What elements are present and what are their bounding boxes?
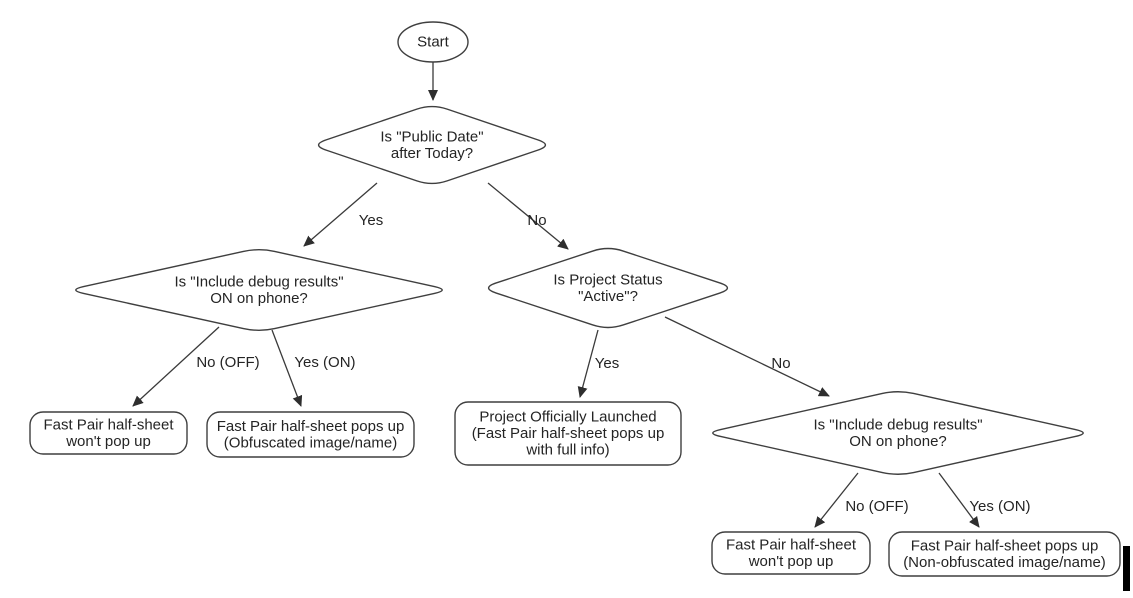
terminal-obfuscated: Fast Pair half-sheet pops up(Obfuscated … bbox=[206, 411, 415, 458]
edge-debug-right-yes-on-line bbox=[938, 472, 980, 528]
edge-public-date-no-label: No bbox=[527, 212, 546, 229]
decision-debug-left-shape bbox=[75, 249, 443, 331]
edge-public-date-no: No bbox=[487, 182, 569, 250]
edge-debug-left-no-off: No (OFF) bbox=[132, 326, 260, 407]
text-cursor-artifact bbox=[1123, 546, 1130, 591]
edge-debug-right-no-off-line bbox=[814, 472, 859, 528]
decision-project-status-label-line-0: Is Project Status bbox=[553, 271, 662, 288]
edge-debug-left-yes-on-line bbox=[271, 329, 303, 407]
edge-debug-right-no-off-label: No (OFF) bbox=[845, 498, 908, 515]
start-shape bbox=[397, 21, 469, 63]
edge-debug-left-no-off-line bbox=[132, 326, 220, 407]
start: Start bbox=[397, 21, 469, 63]
start-label-line-0: Start bbox=[417, 34, 450, 51]
edge-debug-left-yes-on-label: Yes (ON) bbox=[294, 354, 355, 371]
edge-debug-left-yes-on: Yes (ON) bbox=[271, 329, 356, 407]
terminal-non-obfuscated-shape bbox=[888, 531, 1121, 577]
terminal-wont-popup-right-label-line-0: Fast Pair half-sheet bbox=[726, 536, 857, 553]
decision-public-date-label-line-1: after Today? bbox=[391, 145, 473, 162]
terminal-wont-popup-left-label-line-0: Fast Pair half-sheet bbox=[43, 416, 174, 433]
terminal-wont-popup-right-shape bbox=[711, 531, 871, 575]
terminal-launched-shape bbox=[454, 401, 682, 466]
decision-public-date-shape bbox=[317, 105, 547, 185]
nodes-layer: Start Is "Public Date"after Today? Is "Inc… bbox=[29, 21, 1121, 577]
terminal-non-obfuscated: Fast Pair half-sheet pops up(Non-obfusca… bbox=[888, 531, 1121, 577]
edge-public-date-yes-label: Yes bbox=[359, 212, 383, 229]
decision-public-date: Is "Public Date"after Today? bbox=[317, 105, 547, 185]
decision-debug-left-label-line-1: ON on phone? bbox=[210, 290, 308, 307]
edge-public-date-yes-line bbox=[303, 182, 378, 247]
decision-public-date-label-line-0: Is "Public Date" bbox=[380, 128, 483, 145]
decision-debug-left: Is "Include debug results"ON on phone? bbox=[75, 249, 443, 331]
decision-project-status: Is Project Status"Active"? bbox=[487, 247, 729, 329]
edge-status-yes: Yes bbox=[577, 329, 619, 398]
terminal-wont-popup-left-label-line-1: won't pop up bbox=[65, 433, 151, 450]
edge-status-no-line bbox=[664, 316, 830, 397]
decision-project-status-shape bbox=[487, 247, 729, 329]
edge-status-yes-label: Yes bbox=[595, 355, 619, 372]
decision-project-status-label-line-1: "Active"? bbox=[578, 288, 638, 305]
edge-status-yes-line bbox=[577, 329, 599, 398]
artifact-layer bbox=[1123, 546, 1130, 591]
edge-public-date-no-line bbox=[487, 182, 569, 250]
terminal-launched-label-line-1: (Fast Pair half-sheet pops up bbox=[472, 425, 665, 442]
decision-debug-right: Is "Include debug results"ON on phone? bbox=[712, 391, 1084, 475]
edge-debug-right-no-off: No (OFF) bbox=[814, 472, 909, 528]
terminal-non-obfuscated-label-line-0: Fast Pair half-sheet pops up bbox=[911, 537, 1099, 554]
terminal-launched-label-line-0: Project Officially Launched bbox=[479, 409, 656, 426]
decision-debug-left-label-line-0: Is "Include debug results" bbox=[174, 273, 343, 290]
terminal-non-obfuscated-label-line-1: (Non-obfuscated image/name) bbox=[903, 554, 1106, 571]
terminal-obfuscated-label-line-1: (Obfuscated image/name) bbox=[224, 434, 397, 451]
terminal-launched-label-line-2: with full info) bbox=[525, 442, 609, 459]
terminal-obfuscated-shape bbox=[206, 411, 415, 458]
terminal-wont-popup-left-shape bbox=[29, 411, 188, 455]
decision-debug-right-label-line-1: ON on phone? bbox=[849, 433, 947, 450]
decision-debug-right-shape bbox=[712, 391, 1084, 475]
edge-status-no-label: No bbox=[771, 355, 790, 372]
edge-debug-right-yes-on: Yes (ON) bbox=[938, 472, 1031, 528]
edge-status-no: No bbox=[664, 316, 830, 397]
edge-debug-right-yes-on-label: Yes (ON) bbox=[969, 498, 1030, 515]
edge-debug-left-no-off-label: No (OFF) bbox=[196, 354, 259, 371]
terminal-launched: Project Officially Launched(Fast Pair ha… bbox=[454, 401, 682, 466]
terminal-wont-popup-right-label-line-1: won't pop up bbox=[748, 553, 834, 570]
decision-debug-right-label-line-0: Is "Include debug results" bbox=[813, 416, 982, 433]
terminal-obfuscated-label-line-0: Fast Pair half-sheet pops up bbox=[217, 418, 405, 435]
edge-public-date-yes: Yes bbox=[303, 182, 383, 247]
